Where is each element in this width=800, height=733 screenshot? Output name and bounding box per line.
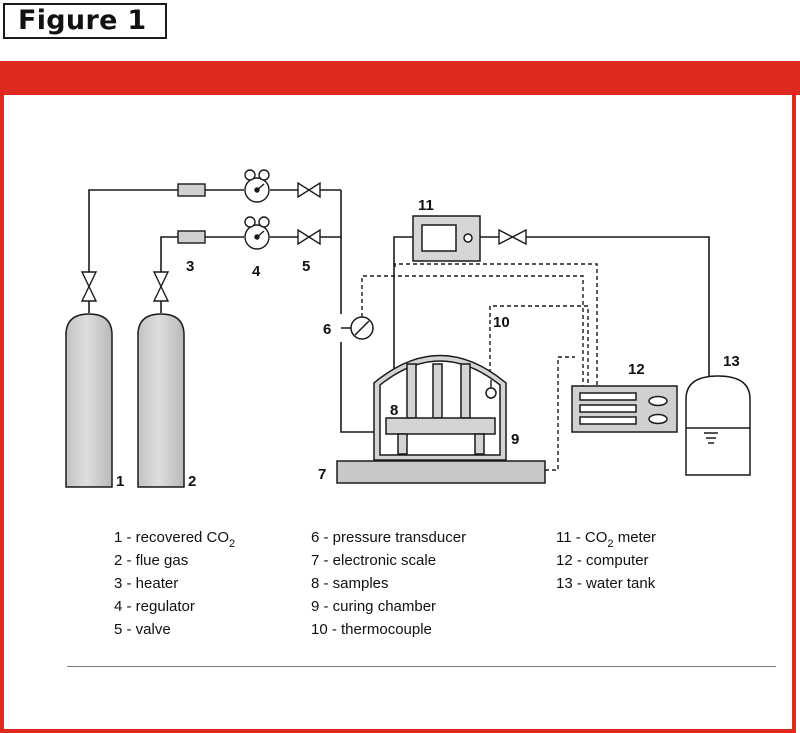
legend-item: 2 - flue gas	[114, 552, 188, 569]
pipe-line	[160, 236, 178, 272]
gas-cylinder-icon	[65, 313, 113, 488]
gas-cylinder-icon	[137, 313, 185, 488]
label-4: 4	[252, 263, 261, 280]
figure-frame	[0, 95, 796, 733]
label-9: 9	[511, 431, 519, 448]
pipe-line	[88, 189, 178, 272]
scale-icon	[336, 460, 546, 484]
label-3: 3	[186, 258, 194, 275]
label-13: 13	[723, 353, 740, 370]
svg-text:1 - recovered CO2: 1 - recovered CO2	[114, 529, 235, 550]
label-5: 5	[302, 258, 310, 275]
legend-item: 9 - curing chamber	[311, 598, 436, 615]
valve-icon	[152, 271, 170, 302]
label-6: 6	[323, 321, 331, 338]
legend-column-2: 6 - pressure transducer 7 - electronic s…	[311, 529, 466, 638]
pressure-gauge-icon	[341, 316, 374, 340]
curing-chamber-icon	[373, 354, 507, 461]
legend-item: 1 - recovered CO	[114, 529, 229, 546]
heater-icon	[177, 230, 206, 244]
valve-icon	[498, 228, 527, 246]
legend-item: 3 - heater	[114, 575, 178, 592]
valve-icon	[297, 181, 321, 199]
header-bar	[0, 61, 800, 95]
legend-item: 4 - regulator	[114, 598, 195, 615]
legend-column-3: 11 - CO2 meter 12 - computer 13 - water …	[556, 529, 656, 592]
legend-item: 6 - pressure transducer	[311, 529, 466, 546]
valve-icon	[80, 271, 98, 302]
label-10: 10	[493, 314, 510, 331]
legend-item: 12 - computer	[556, 552, 649, 569]
label-12: 12	[628, 361, 645, 378]
legend-column-1: 1 - recovered CO2 2 - flue gas 3 - heate…	[114, 529, 235, 638]
co2-subscript: 2	[607, 538, 613, 550]
label-11: 11	[418, 197, 434, 214]
figure-label: Figure 1	[3, 3, 167, 39]
legend-item: 11 - CO	[556, 529, 607, 546]
label-2: 2	[188, 473, 196, 490]
computer-icon	[571, 385, 678, 433]
legend-item: 10 - thermocouple	[311, 621, 432, 638]
legend-item-suffix: meter	[614, 529, 657, 546]
svg-text:11 - CO2 meter: 11 - CO2 meter	[556, 529, 656, 550]
legend-item: 13 - water tank	[556, 575, 656, 592]
regulator-icon	[244, 169, 270, 203]
label-1: 1	[116, 473, 124, 490]
valve-icon	[297, 228, 321, 246]
regulator-icon	[244, 216, 270, 250]
heater-icon	[177, 183, 206, 197]
legend-item: 7 - electronic scale	[311, 552, 436, 569]
label-8: 8	[390, 402, 398, 419]
label-7: 7	[318, 466, 326, 483]
bottom-rule	[67, 666, 776, 667]
co2-subscript: 2	[229, 538, 235, 550]
legend-item: 5 - valve	[114, 621, 171, 638]
water-tank-icon	[685, 375, 751, 476]
legend-item: 8 - samples	[311, 575, 389, 592]
co2-meter-icon	[412, 215, 481, 262]
